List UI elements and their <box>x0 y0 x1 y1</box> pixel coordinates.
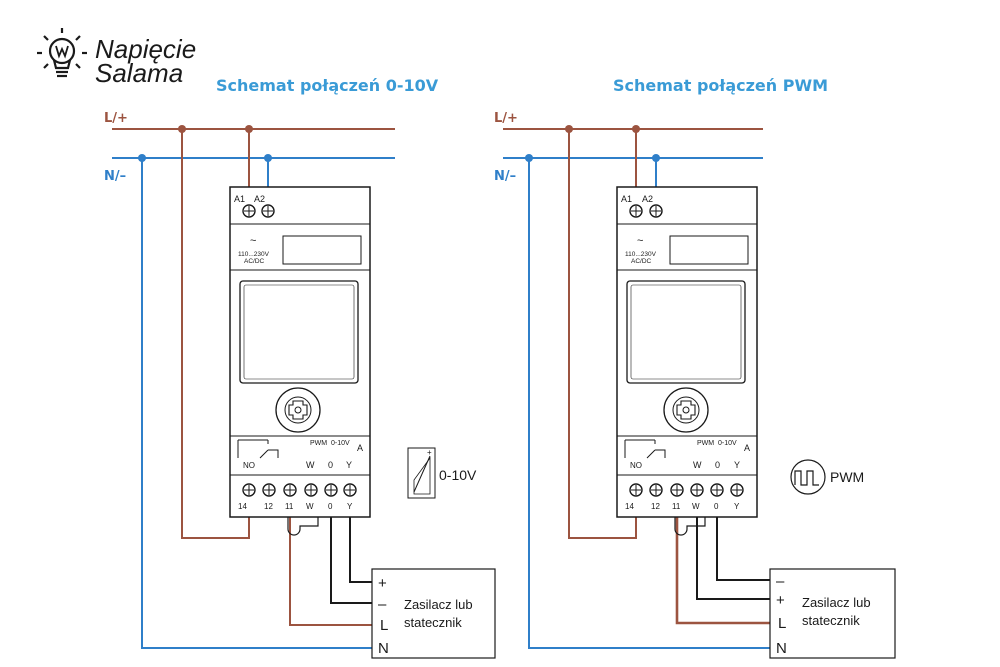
potentiometer-icon: + _ <box>407 447 436 499</box>
terminal-label-12: 12 <box>651 502 660 511</box>
diagram-0-10v: L/+ N/– A1 A2 <box>104 111 496 659</box>
terminal-label-12: 12 <box>264 502 273 511</box>
relay-symbol <box>237 439 279 459</box>
psu-caption-1: Zasilacz lub <box>404 597 473 612</box>
supply-voltage: 110...230V <box>238 251 270 258</box>
psu-pin-n: N <box>776 640 787 657</box>
supply-type: AC/DC <box>631 258 652 265</box>
signal-label-y: Y <box>734 460 740 470</box>
power-supply-box-right: – + L N Zasilacz lub statecznik <box>769 568 896 659</box>
settings-knob-icon <box>663 387 709 433</box>
supply-voltage: 110...230V <box>625 251 657 258</box>
pwm-signal-label: PWM <box>830 469 864 485</box>
signal-header-0-10v: 0-10V <box>331 440 350 447</box>
din-clip <box>287 517 319 536</box>
screw-terminal-a1 <box>242 204 256 218</box>
signal-label-w: W <box>693 460 702 470</box>
neutral-to-psu-wire <box>141 158 372 649</box>
relay-label: NO <box>243 461 255 470</box>
bottom-terminal-row <box>629 483 744 497</box>
bottom-terminal-row <box>242 483 357 497</box>
screw-terminal-a2 <box>261 204 275 218</box>
terminal-label-a2: A2 <box>642 194 653 204</box>
terminal-label-14: 14 <box>625 502 634 511</box>
ac-dc-symbol: ~ <box>250 235 256 247</box>
terminal-label-w: W <box>306 502 314 511</box>
power-supply-box-left: + – L N Zasilacz lub statecznik <box>371 568 496 659</box>
display-panel <box>239 280 359 384</box>
signal-w-wire <box>696 496 770 600</box>
screw-terminal-a1 <box>629 204 643 218</box>
terminal-label-y: Y <box>734 502 740 511</box>
relay-11-to-psu-l-wire <box>675 496 770 625</box>
svg-text:_: _ <box>423 488 430 498</box>
terminal-label-11: 11 <box>672 502 681 511</box>
rail-label-neutral: N/– <box>494 169 516 184</box>
signal-header-0-10v: 0-10V <box>718 440 737 447</box>
svg-text:+: + <box>427 448 432 457</box>
terminal-label-0: 0 <box>714 502 719 511</box>
title-0-10v: Schemat połączeń 0-10V <box>216 76 439 95</box>
brand-logo: Napięcie Salama <box>37 28 196 88</box>
dimmer-module: A1 A2 ~ 110...230V AC/DC <box>616 186 758 536</box>
terminal-label-a2: A2 <box>254 194 265 204</box>
diagram-pwm: L/+ N/– A1 A2 <box>494 111 896 659</box>
signal-label-0: 0 <box>328 460 333 470</box>
screw-terminal-a2 <box>649 204 663 218</box>
terminal-label-a1: A1 <box>621 194 632 204</box>
signal-header-a: A <box>744 443 750 453</box>
signal-header-pwm: PWM <box>310 440 327 447</box>
lightbulb-icon <box>37 28 87 78</box>
ac-dc-symbol: ~ <box>637 235 643 247</box>
signal-y-wire <box>349 496 372 583</box>
signal-0-wire <box>330 496 372 604</box>
relay-label: NO <box>630 461 642 470</box>
brand-line-2: Salama <box>95 58 183 88</box>
signal-header-pwm: PWM <box>697 440 714 447</box>
title-pwm: Schemat połączeń PWM <box>613 76 828 95</box>
analog-signal-label: 0-10V <box>439 467 477 483</box>
neutral-to-psu-wire <box>528 158 770 649</box>
psu-pin-minus: – <box>776 573 785 590</box>
label-window <box>282 235 362 265</box>
psu-caption-2: statecznik <box>404 615 462 630</box>
terminal-label-11: 11 <box>285 502 294 511</box>
psu-pin-minus: – <box>378 596 387 613</box>
terminal-label-0: 0 <box>328 502 333 511</box>
relay-11-to-psu-l-wire <box>289 496 372 626</box>
label-window <box>669 235 749 265</box>
psu-pin-l: L <box>778 615 786 632</box>
psu-pin-l: L <box>380 617 388 634</box>
signal-label-0: 0 <box>715 460 720 470</box>
psu-pin-plus: + <box>378 575 387 592</box>
pwm-signal-icon <box>790 459 826 495</box>
display-panel <box>626 280 746 384</box>
terminal-label-a1: A1 <box>234 194 245 204</box>
terminal-label-w: W <box>692 502 700 511</box>
signal-header-a: A <box>357 443 363 453</box>
rail-label-live: L/+ <box>104 111 128 126</box>
psu-caption-2: statecznik <box>802 613 860 628</box>
rail-label-live: L/+ <box>494 111 518 126</box>
relay-symbol <box>624 439 666 459</box>
supply-type: AC/DC <box>244 258 265 265</box>
psu-pin-n: N <box>378 640 389 657</box>
signal-label-y: Y <box>346 460 352 470</box>
settings-knob-icon <box>275 387 321 433</box>
brand-line-1: Napięcie <box>95 34 196 64</box>
dimmer-module: A1 A2 ~ 110...230V AC/DC <box>229 186 371 536</box>
psu-caption-1: Zasilacz lub <box>802 595 871 610</box>
terminal-label-14: 14 <box>238 502 247 511</box>
din-clip <box>674 517 706 536</box>
psu-pin-plus: + <box>776 592 785 609</box>
signal-0-wire <box>716 496 770 581</box>
signal-label-w: W <box>306 460 315 470</box>
terminal-label-y: Y <box>347 502 353 511</box>
rail-label-neutral: N/– <box>104 169 126 184</box>
